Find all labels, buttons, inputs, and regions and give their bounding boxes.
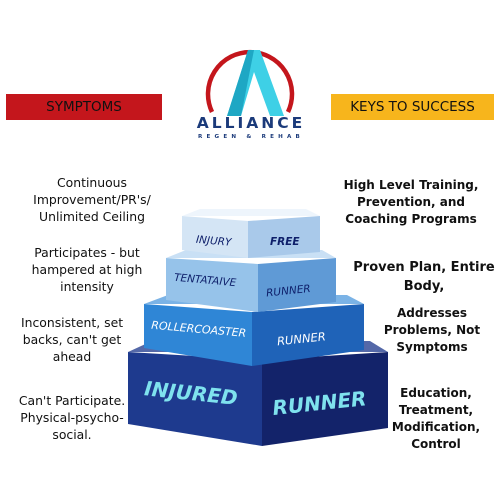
- pyramid-tier-1: [182, 209, 320, 258]
- keys-banner: KEYS TO SUCCESS: [331, 94, 494, 120]
- brand-tagline: REGEN & REHAB: [198, 134, 304, 140]
- key-3: Addresses Problems, Not Symptoms: [383, 306, 481, 354]
- key-1: High Level Training, Prevention, and Coa…: [343, 178, 479, 226]
- key-4: Education, Treatment, Modification, Cont…: [391, 386, 481, 451]
- tier-2-left-label: TENTATAIVE: [174, 272, 237, 289]
- symptom-1: Continuous Improvement/PR's/ Unlimited C…: [33, 175, 151, 224]
- tier-3-right-label: RUNNER: [276, 329, 326, 348]
- key-2: Proven Plan, Entire Body,: [353, 260, 495, 294]
- symptoms-banner: SYMPTOMS: [6, 94, 162, 120]
- tier-2-right-label: RUNNER: [266, 283, 312, 300]
- brand-name: ALLIANCE: [196, 114, 306, 132]
- alliance-logo-icon: [205, 49, 295, 116]
- tier-1-left-label: INJURY: [195, 234, 233, 249]
- symptom-4: Can't Participate. Physical-psycho-socia…: [18, 393, 126, 442]
- symptom-3: Inconsistent, set backs, can't get ahead: [20, 315, 124, 364]
- pyramid-tier-4: [128, 341, 388, 446]
- symptom-2: Participates - but hampered at high inte…: [31, 245, 143, 294]
- tier-1-right-label: FREE: [270, 236, 300, 248]
